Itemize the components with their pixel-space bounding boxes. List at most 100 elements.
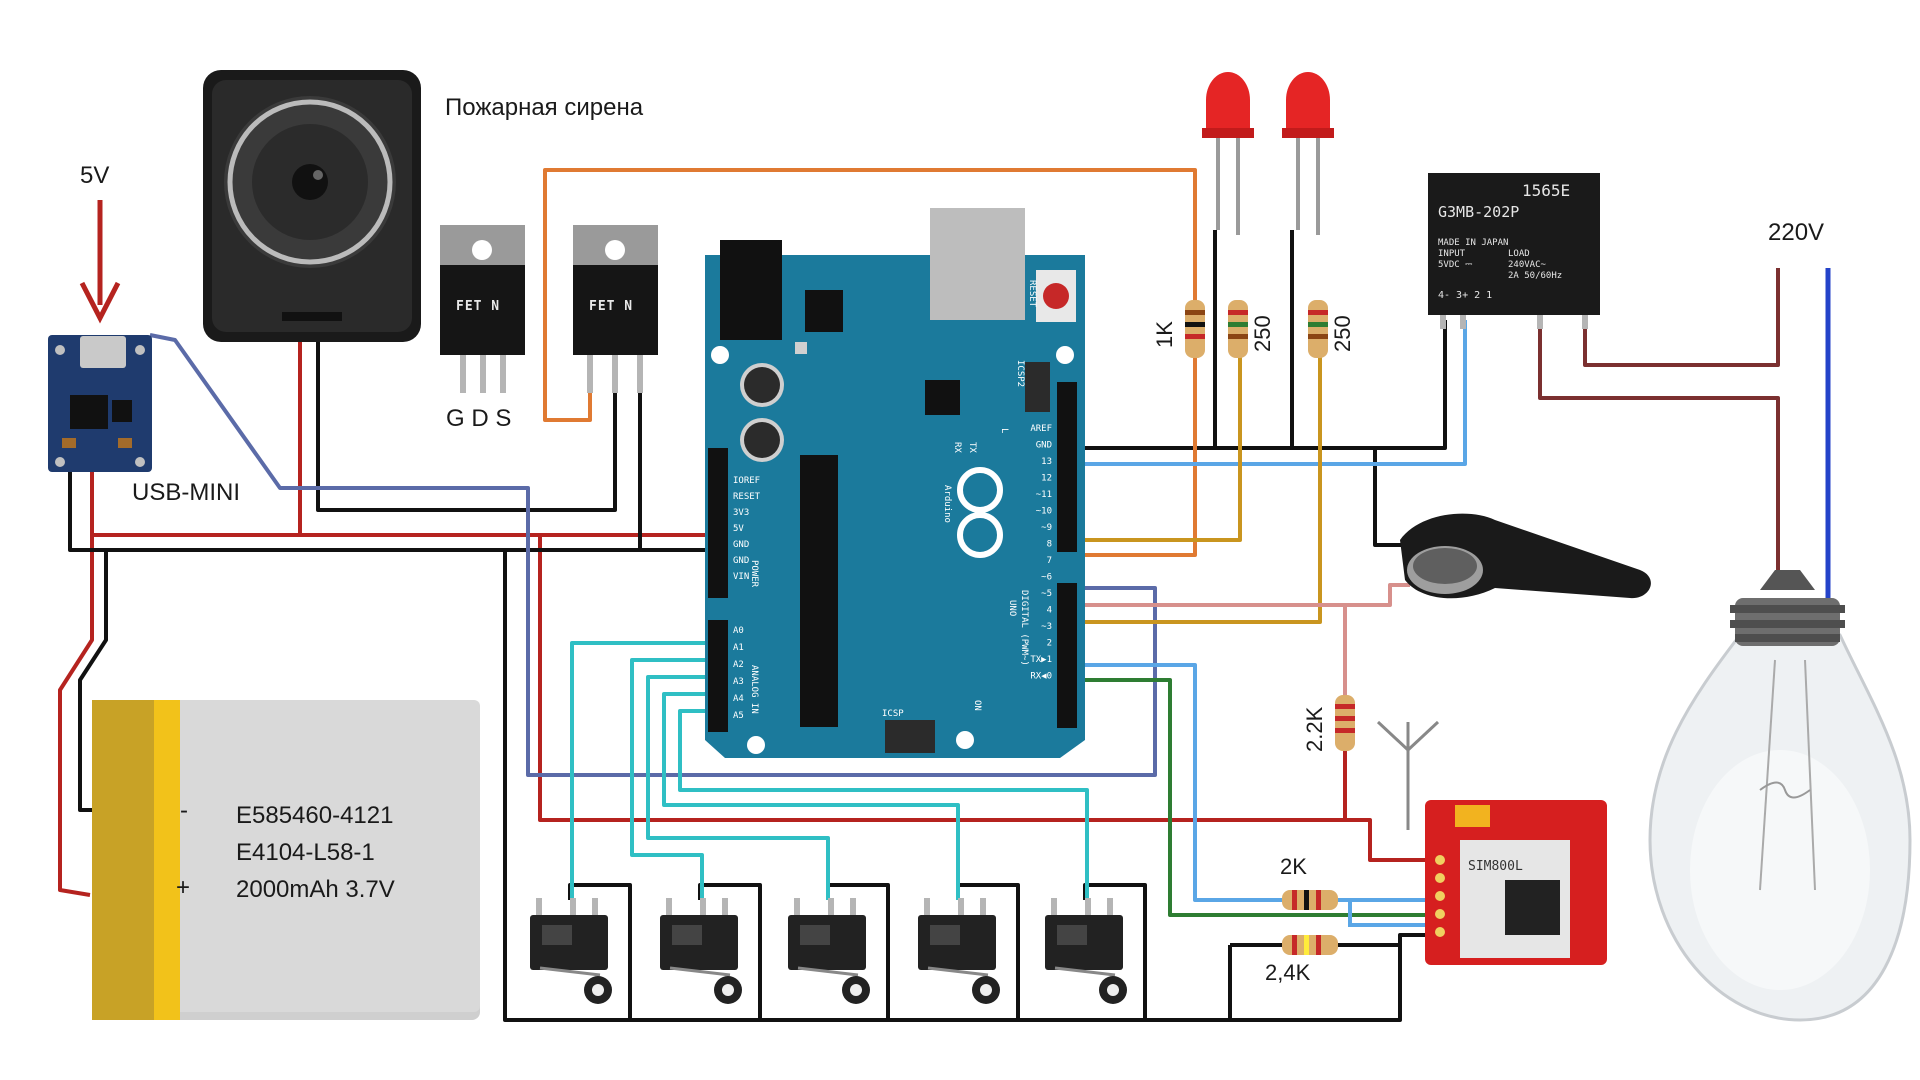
relay-input-value: 5VDC ⎓ [1438, 260, 1472, 270]
atmega-chip [800, 455, 838, 727]
relay-load-value-1: 240VAC~ [1508, 260, 1547, 270]
light-bulb [1648, 570, 1912, 1022]
gsm-model: SIM800L [1468, 859, 1523, 874]
digital-header-low [1057, 583, 1077, 728]
analog-header-pin-label: A3 [733, 677, 744, 687]
analog-header-pin-label: A4 [733, 694, 744, 704]
micro-switch-2 [660, 898, 742, 1004]
digital-header-pin-label: ~10 [1036, 507, 1052, 517]
power-header-pin-label: VIN [733, 572, 749, 582]
micro-switch-1 [530, 898, 612, 1004]
solid-state-relay: 1565E G3MB-202P MADE IN JAPAN INPUT 5VDC… [1428, 173, 1600, 329]
analog-header-pin-label: A1 [733, 643, 744, 653]
power-input-arrow [79, 200, 121, 324]
wire-gold-d5 [1060, 345, 1322, 624]
reset-label: RESET [1027, 280, 1037, 308]
digital-header-pin-label: 7 [1047, 556, 1052, 566]
power-header-pin-label: 5V [733, 524, 744, 534]
power-header-pin-label: IOREF [733, 476, 760, 486]
battery-line-2: E4104-L58-1 [236, 839, 375, 866]
relay-input-title: INPUT [1438, 249, 1466, 259]
resistor-2k [1282, 890, 1338, 910]
wire-gnd-top [1060, 320, 1447, 450]
micro-switches [530, 898, 1127, 1004]
battery-wrap-gold [92, 700, 154, 1020]
digital-section-label: DIGITAL (PWM~) [1019, 590, 1029, 666]
resistor-250-1-label: 250 [1250, 315, 1275, 352]
resistor-250-1 [1228, 300, 1248, 358]
digital-header-pin-label: 13 [1041, 457, 1052, 467]
digital-header-pin-label: ~11 [1036, 490, 1052, 500]
digital-header-high [1057, 382, 1077, 552]
digital-header-pin-label: AREF [1030, 424, 1052, 434]
digital-header-pin-label: RX◀0 [1030, 672, 1052, 682]
analog-header-pin-label: A2 [733, 660, 744, 670]
mosfet-2-marking: FET N [589, 299, 633, 314]
digital-header-pin-label: TX▶1 [1030, 655, 1052, 665]
led-2 [1282, 72, 1334, 235]
icsp-header [885, 720, 935, 753]
on-label: ON [972, 700, 982, 711]
analog-header-pin-label: A5 [733, 711, 744, 721]
digital-header-pin-label: ~9 [1041, 523, 1052, 533]
resistor-2-4k-label: 2,4K [1265, 960, 1311, 985]
wire-mains-1 [1538, 320, 1780, 590]
battery-plus-label: + [176, 874, 190, 901]
analog-header [708, 620, 728, 732]
wire-cyan-a4 [662, 692, 960, 900]
micro-switch-3 [788, 898, 870, 1004]
battery-line-1: E585460-4121 [236, 802, 393, 829]
icsp-label: ICSP [882, 709, 904, 719]
resistor-250-2-label: 250 [1330, 315, 1355, 352]
analog-section-label: ANALOG IN [749, 665, 759, 714]
analog-header-pin-label: A0 [733, 626, 744, 636]
resistor-2-4k [1282, 935, 1338, 955]
wire-green-d2 [1060, 678, 1440, 917]
relay-made-in: MADE IN JAPAN [1438, 238, 1508, 248]
arduino-model: UNO [1007, 600, 1017, 616]
wire-5v-to-charger [58, 463, 94, 897]
usb-b-port [930, 208, 1025, 320]
wire-orange-d8 [1060, 345, 1197, 557]
wire-lightblue-d13 [1060, 320, 1467, 466]
power-header-pin-label: GND [733, 556, 749, 566]
power-section-label: POWER [749, 560, 759, 588]
wire-blue-dark-1 [149, 333, 1157, 777]
wire-gnd-switches [503, 550, 1440, 1022]
relay-load-value-2: 2A 50/60Hz [1508, 271, 1562, 281]
digital-header-pin-label: 2 [1047, 639, 1052, 649]
mosfet-1-marking: FET N [456, 299, 500, 314]
gsm-module: SIM800L [1376, 720, 1607, 965]
arduino-brand: Arduino [942, 485, 952, 523]
tx-label: TX [967, 442, 977, 453]
digital-header-pin-label: 4 [1047, 606, 1052, 616]
wire-gnd-rail [68, 463, 715, 552]
mains-label: 220V [1768, 219, 1824, 246]
digital-header-pin-label: GND [1036, 441, 1052, 451]
wire-divider-mid [1338, 898, 1440, 927]
wire-siren-to-mosfet [316, 340, 617, 512]
rx-label: RX [952, 442, 962, 453]
battery-line-3: 2000mAh 3.7V [236, 876, 395, 903]
wire-gold-d9 [1060, 345, 1242, 542]
arduino-logo [957, 467, 1003, 558]
relay-load-title: LOAD [1508, 249, 1530, 259]
power-header-pin-label: GND [733, 540, 749, 550]
wire-cyan-a5 [678, 709, 1089, 900]
usb-charger-module [48, 335, 152, 472]
digital-header-pin-label: ~5 [1041, 589, 1052, 599]
battery-minus-label: - [180, 797, 188, 824]
wire-lightblue-d3 [1060, 663, 1290, 902]
resistor-2-2k [1335, 695, 1355, 751]
relay-code: 1565E [1522, 181, 1570, 200]
led-1 [1202, 72, 1254, 235]
usb-port [80, 336, 126, 368]
resistor-1k [1185, 170, 1205, 358]
battery-wrap-yellow [154, 700, 180, 1020]
siren-speaker [203, 70, 421, 342]
usb-label: USB-MINI [132, 479, 240, 506]
wire-cyan-a1 [570, 641, 715, 900]
